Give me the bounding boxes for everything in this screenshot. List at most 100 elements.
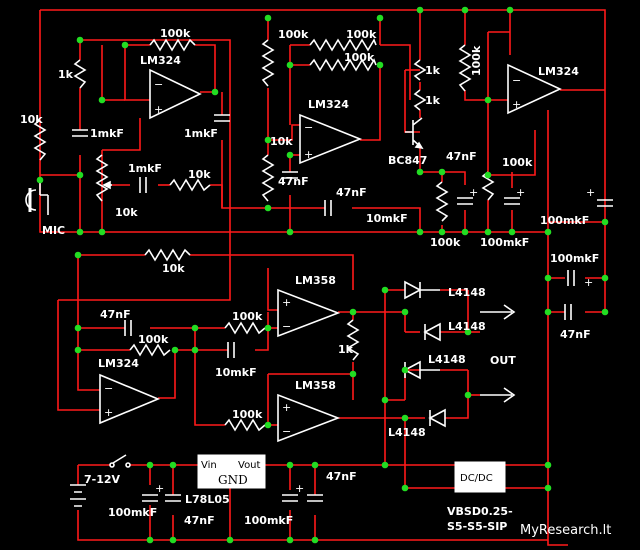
svg-text:100k: 100k [430, 236, 461, 249]
output-arrows [480, 304, 516, 403]
resistor-r2 [309, 38, 377, 52]
label-u3: LM324 [538, 65, 579, 78]
resistor-r1 [149, 38, 196, 52]
resistor-r17 [481, 171, 495, 201]
opamp-u2: − + [299, 113, 363, 165]
brand-watermark: MyResearch.lt [520, 523, 611, 538]
resistor-r8 [224, 418, 266, 432]
svg-text:10k: 10k [20, 113, 43, 126]
resistor-r7 [224, 321, 266, 335]
label-out: OUT [490, 354, 516, 367]
svg-text:1mkF: 1mkF [128, 162, 162, 175]
diode-d4 [428, 408, 446, 428]
mic-symbol [25, 180, 49, 215]
diodes [403, 280, 446, 428]
resistor-r5 [144, 248, 191, 262]
label-regulator: L78L05 [185, 493, 230, 506]
svg-text:+: + [584, 276, 593, 289]
opamp-u1: − + [149, 68, 202, 120]
opamp-u5: + − [277, 288, 341, 338]
svg-text:10k: 10k [115, 206, 138, 219]
label-d4: L4148 [388, 426, 426, 439]
label-d1: L4148 [448, 286, 486, 299]
svg-text:47nF: 47nF [278, 175, 309, 188]
resistor-r13 [413, 59, 427, 81]
resistor-r3 [309, 58, 377, 72]
cap-e3 [597, 199, 613, 207]
cap-c5 [165, 494, 181, 502]
svg-text:100k: 100k [232, 408, 263, 421]
junctions [36, 6, 609, 544]
cap-c4 [307, 494, 323, 502]
svg-text:10k: 10k [270, 135, 293, 148]
cap-e2 [504, 197, 520, 205]
resistor-r11 [261, 39, 275, 87]
diode-d1 [404, 280, 440, 300]
svg-text:47nF: 47nF [336, 186, 367, 199]
dcdc-converter: DC/DC [454, 461, 506, 493]
arrow-out-1 [480, 304, 516, 320]
label-d2: L4148 [448, 320, 486, 333]
label-dcdc-part1: VBSD0.25- [447, 505, 513, 518]
opamp-u4: − + [99, 373, 161, 425]
svg-text:−: − [512, 74, 521, 87]
opamp-u6: + − [277, 393, 341, 443]
svg-text:1k: 1k [338, 343, 354, 356]
svg-text:−: − [282, 425, 291, 438]
svg-text:−: − [154, 78, 163, 91]
arrow-out-2 [480, 387, 516, 403]
reg-gnd: GND [218, 473, 248, 487]
svg-text:+: + [516, 186, 525, 199]
regulator: Vin Vout GND [197, 454, 266, 489]
svg-text:100k: 100k [160, 27, 191, 40]
label-u1: LM324 [140, 54, 181, 67]
reg-vout: Vout [238, 460, 261, 471]
svg-text:100mkF: 100mkF [244, 514, 293, 527]
reg-vin: Vin [201, 460, 217, 471]
label-q1: BC847 [388, 154, 427, 167]
svg-text:1k: 1k [425, 94, 441, 107]
resistor-r6 [129, 343, 171, 357]
svg-text:100k: 100k [502, 156, 533, 169]
cap-e4 [142, 494, 158, 502]
svg-text:47nF: 47nF [326, 470, 357, 483]
svg-text:100k: 100k [346, 28, 377, 41]
svg-text:10k: 10k [188, 168, 211, 181]
svg-text:+: + [155, 482, 164, 495]
resistor-r10 [33, 119, 47, 161]
svg-text:+: + [304, 148, 313, 161]
opamps: − + − + − + − + + − + − [99, 63, 562, 443]
cap-c10 [564, 304, 572, 320]
label-dcdc-part2: S5-S5-SIP [447, 520, 507, 533]
svg-text:+: + [295, 482, 304, 495]
labels: LM324 LM324 LM324 LM324 LM358 LM358 BC84… [20, 27, 611, 538]
svg-text:+: + [512, 98, 521, 111]
svg-text:100k: 100k [278, 28, 309, 41]
svg-text:1k: 1k [425, 64, 441, 77]
resistor-r9 [73, 59, 87, 89]
label-d3: L4148 [428, 353, 466, 366]
svg-text:+: + [586, 186, 595, 199]
resistor-r15 [458, 44, 472, 92]
opamp-u3: − + [507, 63, 562, 115]
capacitors: + + + + + + [72, 114, 613, 502]
svg-text:+: + [154, 103, 163, 116]
cap-c6 [139, 177, 147, 193]
power-switch [109, 454, 131, 468]
cap-c8 [124, 320, 132, 336]
resistor-r14 [413, 89, 427, 111]
svg-text:47nF: 47nF [560, 328, 591, 341]
cap-e6 [567, 270, 575, 286]
dcdc-label: DC/DC [460, 473, 493, 484]
svg-text:100mkF: 100mkF [480, 236, 529, 249]
resistor-r12 [261, 154, 275, 202]
svg-text:100mkF: 100mkF [540, 214, 589, 227]
svg-text:−: − [104, 382, 113, 395]
cap-c7 [324, 200, 332, 216]
svg-text:−: − [304, 121, 313, 134]
cap-c1 [72, 129, 88, 137]
label-u6: LM358 [295, 379, 336, 392]
svg-text:+: + [469, 186, 478, 199]
